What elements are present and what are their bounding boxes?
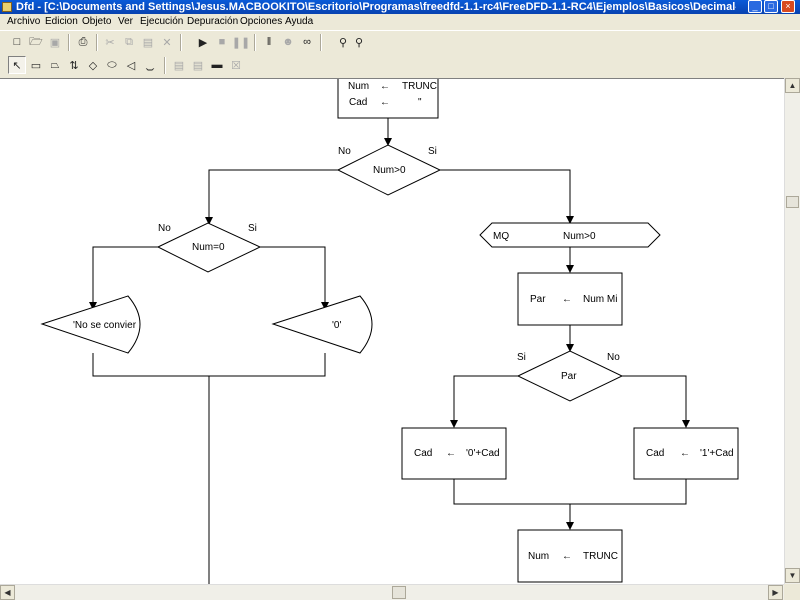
label-no: No [338, 146, 351, 157]
subprogram-icon[interactable]: ⏡ [145, 58, 155, 71]
close-button[interactable]: × [781, 0, 795, 13]
print-icon[interactable]: ⎙ [78, 35, 88, 48]
delete-icon[interactable]: ✕ [162, 36, 172, 49]
assignment-box-cad0[interactable] [401, 427, 507, 480]
arrow-symbol: ← [446, 448, 456, 459]
copy-icon[interactable]: ⧉ [125, 35, 133, 48]
output-left-text: 'No se convier [73, 320, 137, 331]
horizontal-scroll-thumb[interactable] [392, 586, 406, 599]
output-icon[interactable]: ◁ [126, 59, 136, 72]
pointer-icon[interactable]: ↖ [8, 56, 26, 74]
label-si: Si [517, 352, 526, 363]
vertical-scroll-thumb[interactable] [786, 196, 799, 208]
watch-icon[interactable]: ∞ [303, 36, 311, 48]
zoom-in-icon[interactable]: ⚲ [354, 36, 364, 49]
cad1-var: Cad [646, 448, 664, 459]
flowchart-canvas[interactable]: Num ← TRUNC Cad ← " No Si Num>0 No Si Nu… [0, 78, 784, 585]
app-icon[interactable] [2, 2, 12, 12]
arrow-symbol: ← [380, 81, 390, 92]
menu-ayuda[interactable]: Ayuda [285, 16, 314, 27]
bottom-box-var: Num [528, 551, 549, 562]
menu-bar: Archivo Edicion Objeto Ver Ejecución Dep… [0, 14, 800, 31]
objects-toolbar: ↖ ▭ ⏢ ⇅ ◇ ⬭ ◁ ⏡ ▤ ▤ ▬ ☒ [4, 55, 254, 77]
decision-main-cond: Num>0 [373, 165, 406, 176]
menu-opciones[interactable]: Opciones [240, 16, 283, 27]
label-no: No [607, 352, 620, 363]
bottom-box-val: TRUNC [583, 551, 618, 562]
zoom-toolbar: ⚲ [348, 32, 372, 54]
while-loop-header[interactable] [479, 222, 661, 248]
menu-objeto[interactable]: Objeto [82, 16, 112, 27]
arrow-symbol: ← [380, 97, 390, 108]
menu-ver[interactable]: Ver [118, 16, 134, 27]
vertical-scrollbar[interactable]: ▲ ▼ [784, 78, 800, 584]
cut-icon[interactable]: ✂ [105, 36, 115, 49]
open-folder-icon[interactable]: 🗁 [29, 35, 43, 48]
new-file-icon[interactable]: □ [13, 36, 21, 48]
run-icon[interactable]: ▶ [198, 36, 208, 49]
menu-edicion[interactable]: Edicion [45, 16, 78, 27]
title-bar[interactable]: Dfd - [C:\Documents and Settings\Jesus.M… [0, 0, 800, 14]
assignment-icon[interactable]: ▭ [30, 59, 42, 72]
cad0-val: '0'+Cad [466, 448, 500, 459]
decision-left-cond: Num=0 [192, 242, 225, 253]
minimize-button[interactable]: _ [748, 0, 762, 13]
zoom-out-icon[interactable]: ⚲ [338, 36, 348, 49]
top-box-val1: TRUNC [402, 81, 437, 92]
assignment-box-top[interactable] [337, 79, 439, 119]
horizontal-scrollbar[interactable]: ◀ ▶ [0, 584, 784, 600]
top-box-val2: " [418, 97, 422, 108]
step-into-icon[interactable]: ☻ [282, 36, 294, 48]
read-icon[interactable]: ⏢ [50, 58, 60, 71]
maximize-button[interactable]: □ [764, 0, 778, 13]
cad0-var: Cad [414, 448, 432, 459]
remove-subprogram-icon[interactable]: ☒ [231, 59, 241, 72]
label-si: Si [248, 223, 257, 234]
top-box-var1: Num [348, 81, 369, 92]
menu-archivo[interactable]: Archivo [7, 16, 41, 27]
menu-depuracion[interactable]: Depuración [187, 16, 239, 27]
scroll-up-icon[interactable]: ▲ [785, 78, 800, 93]
assignment-box-bottom[interactable] [517, 529, 623, 583]
assignment-box-cad1[interactable] [633, 427, 739, 480]
cad1-val: '1'+Cad [700, 448, 734, 459]
assignment-box-par[interactable] [517, 272, 623, 326]
while-cond: Num>0 [563, 231, 596, 242]
parameter-icon[interactable]: ▤ [192, 59, 204, 72]
output-left[interactable] [40, 295, 141, 354]
decision-icon[interactable]: ◇ [88, 59, 98, 72]
window-title: Dfd - [C:\Documents and Settings\Jesus.M… [16, 1, 736, 13]
arrow-symbol: ← [562, 551, 572, 562]
output-right-text: '0' [332, 320, 341, 331]
pause-icon[interactable]: ❚❚ [231, 36, 251, 49]
loop-for-icon[interactable]: ⇅ [69, 59, 79, 72]
arrow-symbol: ← [562, 294, 572, 305]
scroll-corner [784, 584, 800, 600]
while-label: MQ [493, 231, 509, 242]
top-box-var2: Cad [349, 97, 367, 108]
main-toolbar: □ 🗁 ▣ ⎙ ✂ ⧉ ▤ ✕ ▶ ■ ❚❚ ‖ ☻ ∞ ⚲ [4, 32, 347, 54]
decision-par-cond: Par [561, 371, 577, 382]
label-si: Si [428, 146, 437, 157]
step-icon[interactable]: ‖ [266, 36, 272, 48]
scroll-left-icon[interactable]: ◀ [0, 585, 15, 600]
save-icon[interactable]: ▣ [49, 36, 61, 49]
while-icon[interactable]: ⬭ [107, 58, 117, 71]
label-no: No [158, 223, 171, 234]
end-subprogram-icon[interactable]: ▬ [211, 59, 223, 71]
output-right[interactable] [271, 295, 373, 354]
par-box-var: Par [530, 294, 546, 305]
stop-icon[interactable]: ■ [218, 36, 226, 48]
call-icon[interactable]: ▤ [173, 59, 185, 72]
scroll-down-icon[interactable]: ▼ [785, 568, 800, 583]
scroll-right-icon[interactable]: ▶ [768, 585, 783, 600]
paste-icon[interactable]: ▤ [142, 36, 154, 49]
par-box-val: Num Mi [583, 294, 617, 305]
arrow-symbol: ← [680, 448, 690, 459]
menu-ejecucion[interactable]: Ejecución [140, 16, 184, 27]
